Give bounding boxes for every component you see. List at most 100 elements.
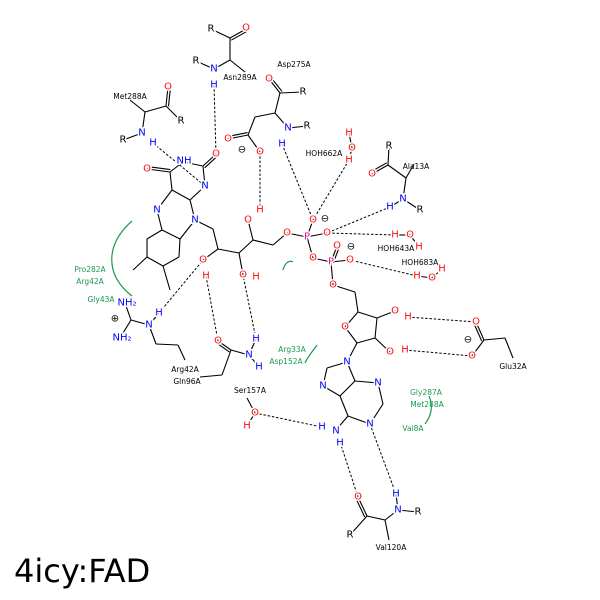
bond: [272, 232, 288, 246]
bond: [122, 132, 143, 141]
bond: [229, 28, 247, 39]
atom-nh2: NH₂: [112, 333, 131, 344]
bond: [213, 59, 231, 70]
bond: [332, 284, 356, 293]
bond: [247, 219, 254, 241]
atom-h: H: [278, 139, 286, 150]
bond: [339, 380, 356, 397]
bond: [132, 256, 148, 271]
atom-o: O: [143, 164, 151, 175]
hydrophobic-label-pro282: Pro282A: [74, 265, 106, 274]
bond: [182, 161, 204, 167]
atom-o: O: [468, 351, 476, 362]
atom-h: H: [256, 205, 264, 216]
atom-o: O: [224, 134, 232, 145]
hydrogen-bond: [205, 275, 219, 342]
bond: [348, 147, 353, 161]
atom-o: O: [212, 149, 220, 160]
bond: [146, 256, 164, 267]
atom-o: O: [283, 228, 291, 239]
bond: [162, 256, 180, 267]
hydrogen-bond: [339, 441, 359, 498]
double-bond: [230, 30, 248, 41]
atom-o: O: [239, 270, 247, 281]
bond: [230, 349, 250, 356]
atom-r: R: [386, 141, 393, 152]
residue-label-met288: Met288A: [113, 92, 147, 101]
bond: [330, 261, 334, 286]
bond: [212, 228, 219, 250]
bond: [141, 111, 146, 134]
atom-n: N: [394, 505, 401, 516]
double-bond: [355, 497, 366, 518]
atom-o: O: [242, 23, 250, 34]
atom-h: H: [255, 362, 263, 373]
atom-o: O: [341, 322, 349, 333]
atom-r: R: [178, 116, 185, 127]
atom-h: H: [438, 264, 446, 275]
bond: [402, 198, 421, 211]
double-bond: [227, 132, 248, 138]
bond: [165, 105, 181, 121]
bond: [268, 78, 281, 94]
bond: [146, 168, 171, 173]
bond: [377, 382, 384, 405]
atom-o: O: [199, 255, 207, 266]
atom-o: O: [251, 408, 259, 419]
hydrogen-bond: [158, 259, 204, 314]
bond: [248, 354, 260, 368]
hydrogen-bond: [152, 142, 206, 187]
atom-h: H: [392, 489, 400, 500]
bond: [161, 229, 181, 240]
atom-n: N: [319, 381, 326, 392]
bond: [376, 310, 396, 319]
residue-label-val120: Val120A: [376, 543, 408, 552]
bond: [202, 248, 219, 261]
hydrogen-bond: [281, 143, 314, 221]
bond: [217, 340, 232, 351]
atom-h: H: [401, 345, 409, 356]
bond: [189, 185, 206, 201]
bond: [189, 199, 196, 221]
bond: [330, 245, 338, 263]
bond: [471, 339, 485, 357]
hydrophobic-label-arg42: Arg42A: [76, 277, 104, 286]
bond: [217, 248, 240, 254]
bond: [148, 324, 157, 345]
atom-o: O: [391, 306, 399, 317]
bond: [274, 92, 281, 114]
bond: [194, 219, 214, 230]
hydrophobic-contact-arc: [304, 344, 318, 364]
atom-n: N: [374, 378, 381, 389]
atom-o: O: [323, 228, 331, 239]
double-bond: [473, 322, 483, 342]
residue-label-hoh643: HOH643A: [378, 244, 415, 253]
atom-o: O: [256, 147, 264, 158]
atom-n: N: [245, 350, 252, 361]
hydrogen-bond: [404, 349, 473, 357]
bond: [416, 275, 433, 279]
bond: [326, 361, 348, 369]
atom-o: O: [164, 82, 172, 93]
bond: [129, 99, 146, 113]
bond: [335, 415, 349, 431]
bond: [402, 177, 407, 200]
bond: [247, 116, 256, 136]
bond: [146, 229, 163, 240]
bond: [344, 326, 358, 344]
atom-r: R: [120, 135, 127, 146]
atom-h: H: [345, 128, 353, 139]
bond: [227, 134, 249, 140]
hydrophobic-contact-arc: [111, 220, 133, 297]
atom-o: O: [472, 317, 480, 328]
residue-label-ser157: Ser157A: [234, 386, 267, 395]
atom-nh2: NH₂: [117, 298, 136, 309]
bond: [119, 319, 132, 339]
atom-n: N: [284, 123, 291, 134]
atom-n: N: [153, 205, 160, 216]
atom-n: N: [366, 419, 373, 430]
atom-r: R: [347, 530, 354, 541]
